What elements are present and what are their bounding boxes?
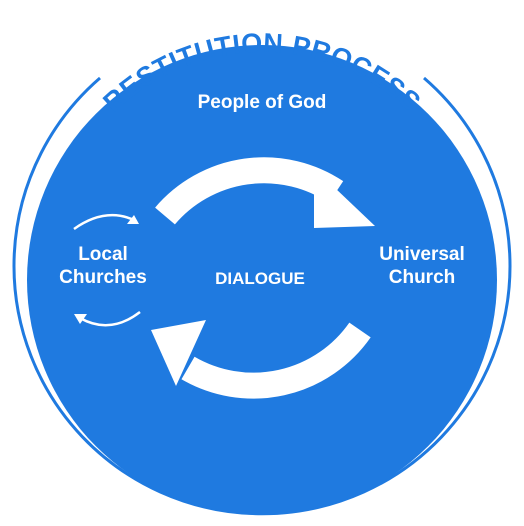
small-curved-arrow-left-icon [74,311,141,327]
people-of-god-label: People of God [197,92,327,113]
universal-church-line1: Universal [379,244,465,265]
dialogue-label: DIALOGUE [215,269,305,288]
top-cycle-arrow-icon [155,157,375,228]
main-circle [27,45,497,515]
bottom-cycle-arrow-icon [151,320,371,399]
local-churches-line1: Local [78,244,128,265]
universal-church-line2: Church [388,267,456,289]
small-curved-arrow-right-icon [73,213,139,231]
universal-church-label: Universal Church [357,243,487,289]
local-churches-line2: Churches [59,267,147,289]
local-churches-label: Local Churches [38,243,168,289]
